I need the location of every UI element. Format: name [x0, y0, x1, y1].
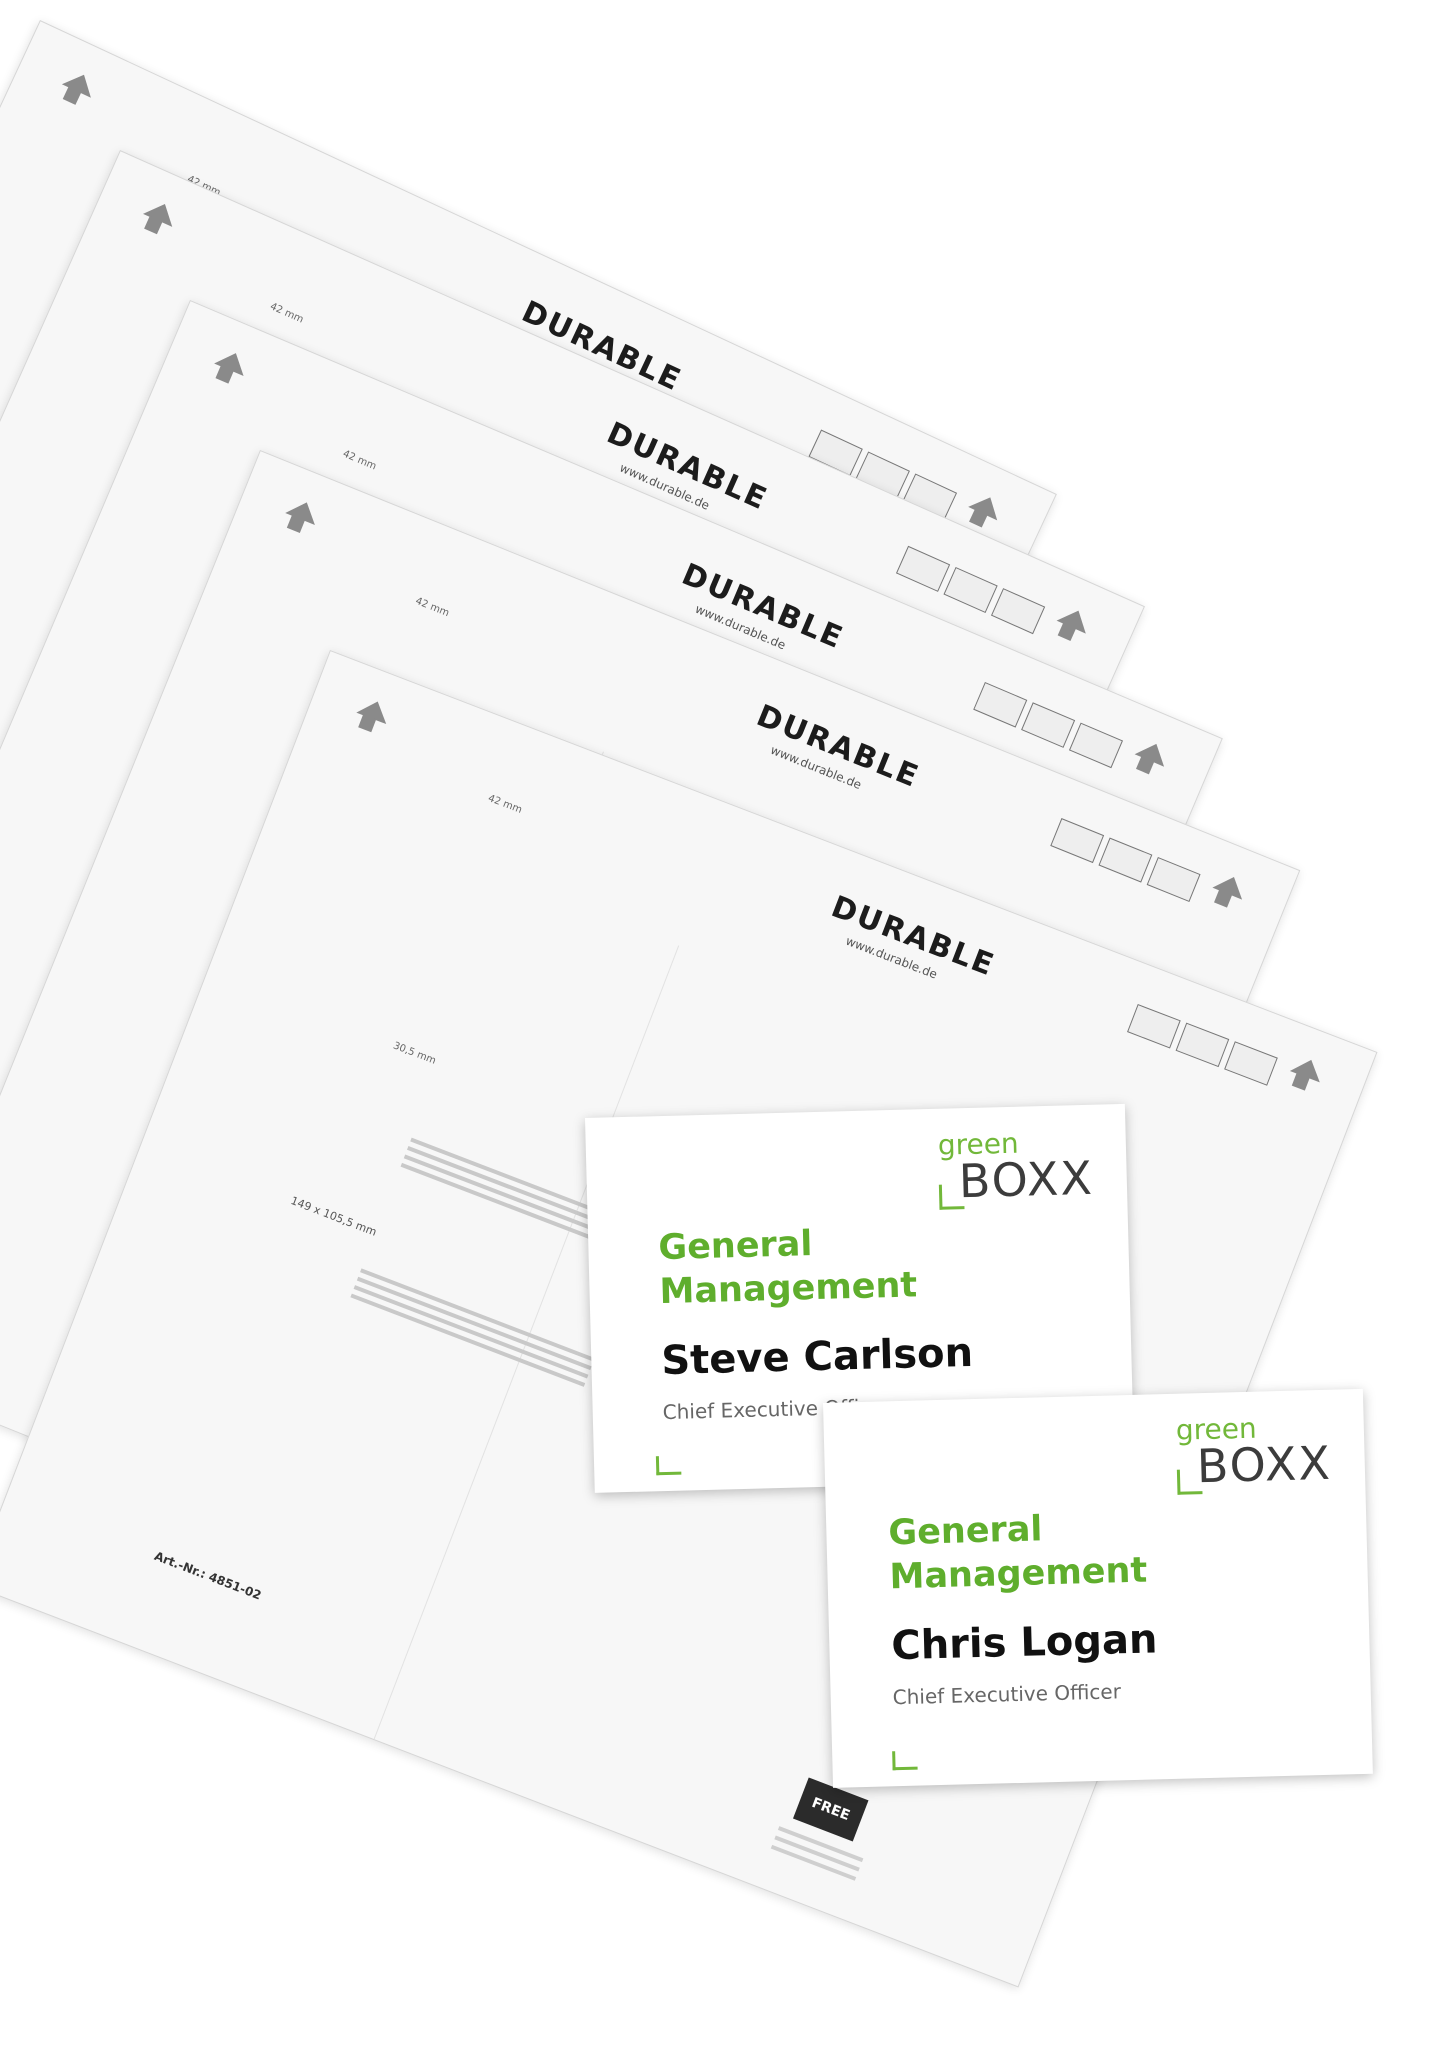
person-name: Chris Logan	[890, 1616, 1158, 1670]
department-line: Management	[889, 1550, 1148, 1598]
name-card: green BOXX General Management Chris Loga…	[823, 1388, 1373, 1788]
dimension-label: 30,5 mm	[391, 1040, 438, 1067]
printer-icons	[1049, 818, 1210, 909]
dimension-label: 42 mm	[268, 301, 306, 326]
instruction-text	[342, 1264, 597, 1410]
printer-icon	[1175, 1022, 1230, 1068]
article-number: Art.-Nr.: 4851-02	[152, 1548, 264, 1603]
printer-icons	[1126, 1003, 1288, 1093]
department-text: General Management	[658, 1219, 918, 1314]
dimension-label: 42 mm	[486, 792, 524, 816]
logo-boxx-text: BOXX	[958, 1150, 1095, 1209]
person-name: Steve Carlson	[660, 1329, 974, 1385]
dimension-label: 42 mm	[413, 595, 451, 620]
dimension-label: 42 mm	[341, 448, 378, 473]
printer-icon	[1021, 702, 1076, 748]
printer-icon	[1224, 1041, 1278, 1086]
department-line: General	[657, 1224, 813, 1269]
person-title: Chief Executive Officer	[892, 1679, 1122, 1710]
department-line: General	[887, 1509, 1043, 1554]
printer-icon	[1050, 818, 1105, 864]
printer-icon	[1146, 857, 1201, 903]
printer-icon	[895, 545, 951, 592]
department-line: Management	[659, 1265, 918, 1313]
printer-icon	[1098, 837, 1153, 883]
size-note: 149 x 105,5 mm	[288, 1194, 379, 1239]
printer-icon	[990, 588, 1046, 635]
department-text: General Management	[888, 1505, 1148, 1600]
printer-icon	[1068, 722, 1124, 769]
printer-icon	[1127, 1003, 1181, 1049]
printer-icon	[973, 681, 1028, 728]
printer-icon	[943, 566, 998, 614]
corner-mark-icon	[892, 1750, 918, 1771]
logo-boxx-text: BOXX	[1196, 1435, 1333, 1494]
corner-mark-icon	[655, 1455, 682, 1476]
